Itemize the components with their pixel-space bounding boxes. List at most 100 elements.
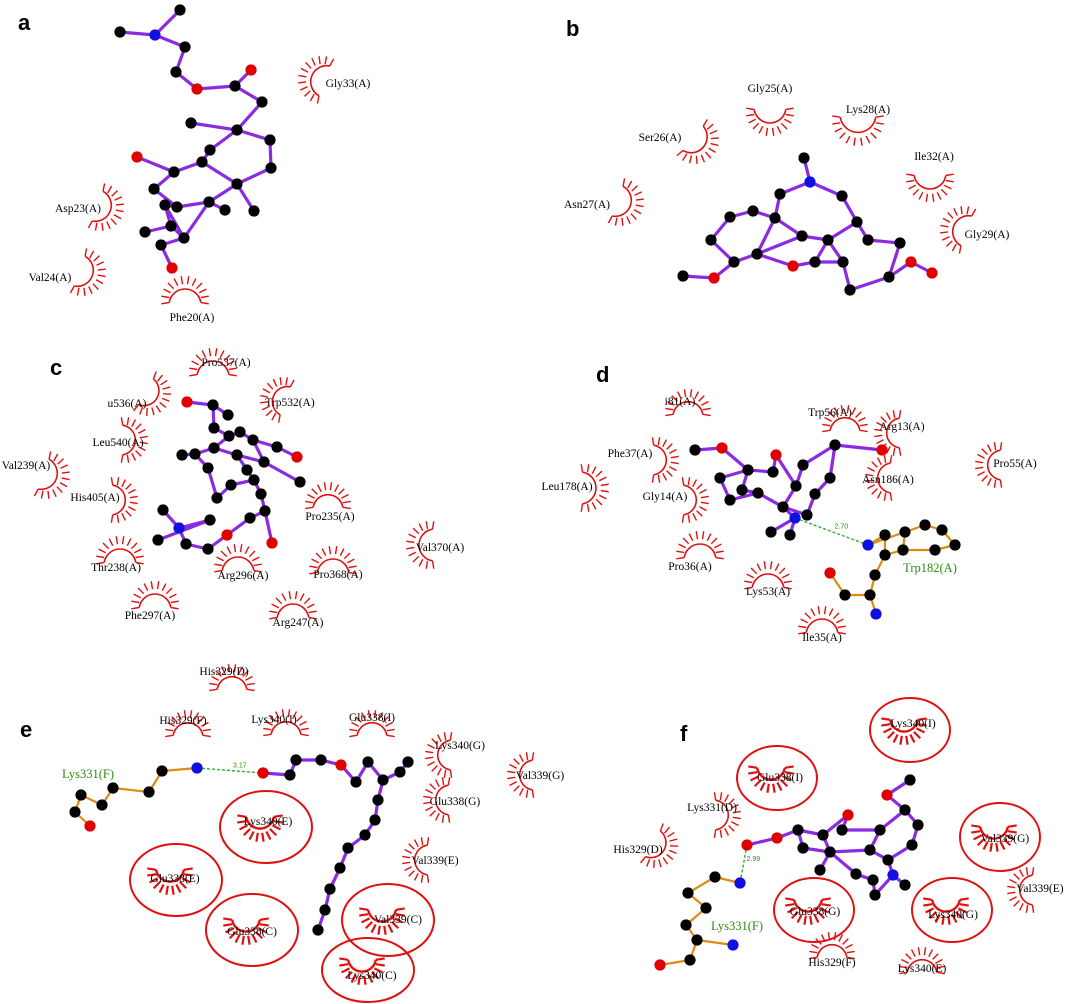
residue-gly25a: Gly25(A)	[746, 83, 794, 136]
bond	[808, 180, 844, 198]
atom	[324, 883, 336, 895]
atom	[202, 462, 214, 474]
atom	[241, 464, 253, 476]
bond	[833, 443, 884, 452]
residue-label: Val339(E)	[1016, 883, 1063, 895]
atom	[882, 854, 894, 866]
bond	[828, 848, 872, 854]
atom	[290, 754, 302, 766]
hydrophobic-contact-arc	[298, 56, 335, 104]
hydrophobic-contact-arc	[96, 536, 144, 565]
atom	[196, 156, 208, 168]
residue-label: Lys340(E)	[898, 963, 947, 975]
bond	[235, 166, 273, 186]
hydrophobic-contact-arc	[1007, 867, 1035, 913]
atom	[350, 776, 362, 788]
panel-b: bGly25(A)Lys28(A)Ser26(A)Ile32(A)Asn27(A…	[564, 16, 1010, 296]
hydrophobic-contact-arc	[940, 206, 977, 254]
residue-phe297a: Phe297(A)	[125, 581, 179, 622]
atom	[335, 759, 347, 771]
hydrophobic-contact-arc	[263, 709, 309, 737]
hydrophobic-contact-arc	[305, 482, 351, 510]
residue-pro235a: Pro235(A)	[305, 482, 355, 523]
residue-label: Lys28(A)	[846, 104, 890, 116]
atom	[796, 230, 808, 242]
atom	[689, 444, 701, 456]
atom	[682, 887, 694, 899]
residue-lys53a: Lys53(A)	[744, 561, 792, 598]
atom	[204, 144, 216, 156]
residue-label: Glu338(G)	[790, 906, 841, 918]
bond	[755, 234, 804, 256]
atom	[784, 529, 796, 541]
residue-label: Val339(G)	[516, 770, 565, 782]
atom	[691, 934, 703, 946]
residue-glu338i: Glu338(I)	[349, 710, 395, 738]
ligand-atoms	[689, 439, 961, 620]
atom	[887, 869, 899, 881]
residue-pro55a: Pro55(A)	[975, 442, 1037, 488]
atom	[926, 267, 938, 279]
residue-label: Ile35(A)	[802, 632, 842, 644]
atom	[824, 472, 836, 484]
bond	[153, 8, 182, 37]
atom	[809, 488, 821, 500]
residue-gly29a: Gly29(A)	[940, 206, 1010, 254]
residue-arg247a: Arg247(A)	[269, 591, 324, 629]
residue-label: Glu338(G)	[430, 796, 481, 808]
atom	[709, 871, 721, 883]
atom	[801, 509, 813, 521]
atom	[107, 782, 119, 794]
residue-contact-circle: Glu338(G)	[773, 877, 855, 943]
hydrophobic-contact-arc	[309, 546, 357, 575]
atom	[899, 804, 911, 816]
atom	[771, 832, 783, 844]
residue-gly33a: Gly33(A)	[298, 56, 371, 104]
panel-label: e	[20, 717, 32, 742]
atom	[334, 862, 346, 874]
residue-ile32a: Ile32(A)	[906, 151, 954, 202]
residue-lys340e: Lys340(E)	[898, 947, 947, 975]
atom	[874, 824, 886, 836]
atom	[770, 449, 782, 461]
atom	[716, 442, 728, 454]
atom	[850, 868, 862, 880]
bond	[848, 275, 891, 292]
atom	[792, 824, 804, 836]
residue-label: Lys340(E)	[244, 816, 293, 828]
bond	[826, 220, 859, 242]
atom	[165, 220, 177, 232]
residue-gly14a: Gly14(A)	[643, 477, 709, 523]
atom	[734, 877, 746, 889]
residue-trp56a: Trp56(A)	[808, 405, 868, 433]
residue-lys340g: Lys340(G)	[425, 732, 485, 778]
residue-glu338g: Glu338(G)	[423, 777, 481, 823]
residue-label: His329(F)	[159, 715, 206, 727]
residue-label: Arg296(A)	[218, 570, 269, 582]
residue-label: Pro36(A)	[668, 561, 712, 573]
atom	[294, 476, 306, 488]
atom	[166, 262, 178, 274]
residue-his405a: His405(A)	[70, 477, 138, 523]
residue-ser26a: Ser26(A)	[639, 119, 719, 164]
residue-val339g: Val339(G)	[507, 752, 565, 798]
atom	[912, 819, 924, 831]
atom	[284, 769, 296, 781]
residue-label: Trp56(A)	[808, 407, 852, 419]
atom	[264, 134, 276, 146]
panel-label: f	[680, 721, 688, 746]
hydrophobic-contact-arc	[607, 178, 644, 226]
atom	[777, 501, 789, 513]
hydrophobic-contact-arc	[161, 276, 209, 305]
residue-label: Lys340(C)	[347, 970, 396, 982]
bond	[774, 453, 798, 488]
bond	[720, 446, 750, 472]
atom	[231, 449, 243, 461]
bond	[182, 200, 211, 240]
atom	[155, 239, 167, 251]
residue-label: Glu338(C)	[227, 926, 277, 938]
atom	[724, 211, 736, 223]
residue-label: Leu178(A)	[541, 481, 592, 493]
bond	[118, 30, 157, 37]
residue-label: Phe297(A)	[125, 610, 176, 622]
